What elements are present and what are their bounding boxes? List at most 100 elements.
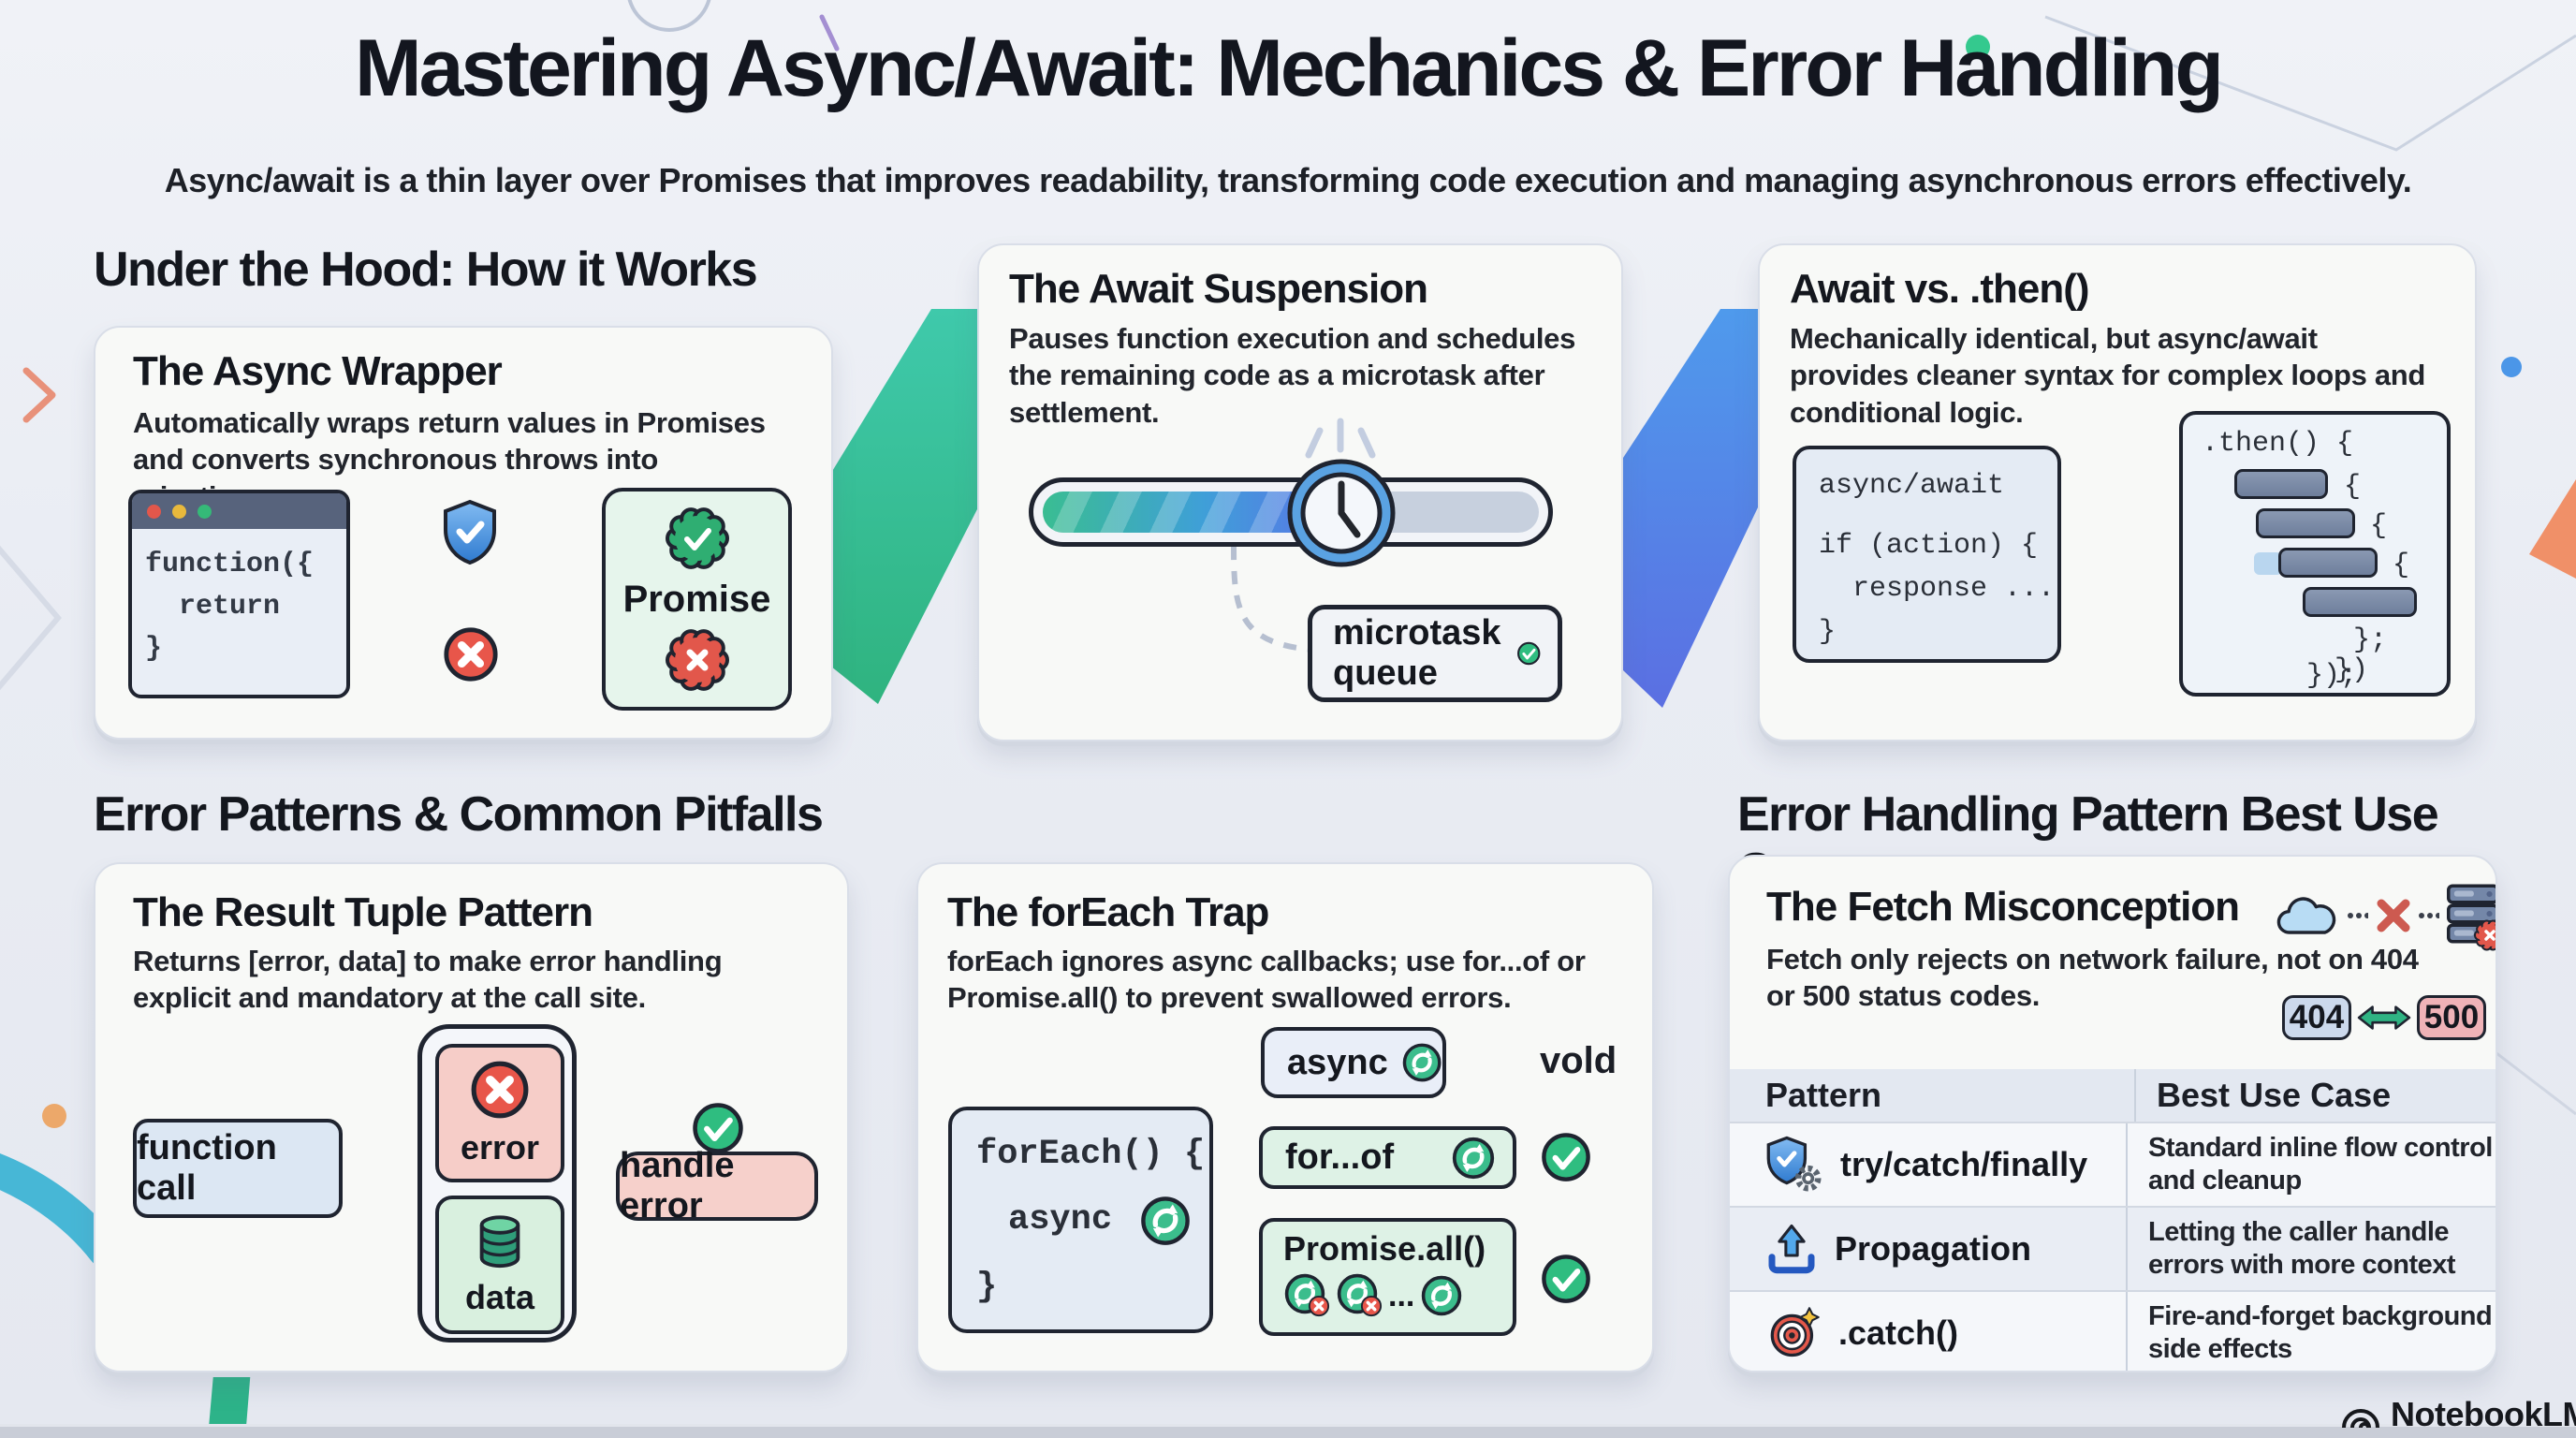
- table-row: Propagation Letting the caller handle er…: [1730, 1206, 2496, 1290]
- cyan-curve-decoration: [0, 1153, 122, 1268]
- execution-progress-bar: [1029, 477, 1553, 547]
- orange-triangle-decoration: [2529, 479, 2576, 579]
- card-fetch-misconception: The Fetch Misconception Fetch only rejec…: [1728, 855, 2497, 1372]
- brace: {: [2344, 471, 2362, 503]
- cycle-icon: [1451, 1136, 1496, 1181]
- card-await-vs-then: Await vs. .then() Mechanically identical…: [1758, 243, 2477, 741]
- error-cell: error: [435, 1044, 564, 1182]
- check-circle-icon: [1540, 1131, 1592, 1183]
- promise-all-icons: ...: [1283, 1272, 1463, 1319]
- code-line: });: [2306, 660, 2358, 692]
- then-code-box: .then() { { { { }; }) }); });: [2179, 411, 2451, 697]
- code-snippet: function({ return }: [145, 549, 315, 665]
- foreach-code-box: forEach() { async }: [948, 1107, 1213, 1333]
- async-await-code-box: async/await if (action) { response ... }: [1793, 446, 2061, 663]
- use-case-text: Letting the caller handle errors with mo…: [2148, 1217, 2456, 1280]
- badge-500: 500: [2417, 995, 2486, 1040]
- status-code-illustration: 404 500: [2282, 995, 2486, 1040]
- for-of-pill: for...of: [1259, 1126, 1516, 1189]
- green-ribbon: [831, 309, 979, 704]
- code-line: .then() {: [2202, 428, 2354, 460]
- data-label: data: [464, 1278, 535, 1316]
- promise-label: Promise: [622, 578, 771, 620]
- check-circle-icon: [691, 1101, 745, 1155]
- window-dot-yellow: [172, 504, 186, 519]
- card-title: The Await Suspension: [1009, 266, 1428, 312]
- spark-lines-icon: [1305, 418, 1376, 459]
- code-window: function({ return }: [128, 490, 350, 698]
- tuple-container: error data: [417, 1024, 577, 1343]
- badge-404: 404: [2282, 995, 2351, 1040]
- error-label: error: [460, 1128, 540, 1167]
- cycle-icon: [1420, 1274, 1463, 1317]
- card-description: Automatically wraps return values in Pro…: [133, 406, 766, 513]
- page-subtitle: Async/await is a thin layer over Promise…: [164, 161, 2412, 199]
- window-dot-green: [198, 504, 212, 519]
- dotted-line: [2419, 913, 2439, 918]
- code-line: }: [976, 1268, 998, 1307]
- ellipsis: ...: [1388, 1277, 1415, 1313]
- brand-name: NotebookLM: [2391, 1395, 2576, 1433]
- mini-error-badge: [1360, 1295, 1383, 1317]
- seal-check-icon: [664, 505, 731, 572]
- brand-footer: NotebookLM: [2340, 1395, 2576, 1434]
- network-failure-illustration: [2273, 883, 2497, 948]
- microtask-queue-box: microtask queue: [1308, 605, 1562, 702]
- code-bar: [2278, 548, 2378, 578]
- upload-icon: [1765, 1223, 1818, 1275]
- code-bar: [2234, 469, 2328, 499]
- mini-error-badge: [1308, 1295, 1330, 1317]
- card-title: Await vs. .then(): [1790, 266, 2090, 312]
- code-line: if (action) {: [1819, 530, 2039, 562]
- promise-all-box: Promise.all() ...: [1259, 1218, 1516, 1336]
- void-label: vold: [1540, 1040, 1617, 1081]
- window-dot-red: [147, 504, 161, 519]
- card-description: Mechanically identical, but async/await …: [1790, 322, 2426, 429]
- accent-bar: [2254, 552, 2282, 575]
- code-line: }): [2334, 654, 2369, 686]
- blue-ribbon: [1623, 309, 1758, 708]
- section-heading-under-the-hood: Under the Hood: How it Works: [94, 242, 758, 297]
- function-call-box: function call: [133, 1119, 343, 1218]
- promise-all-label: Promise.all(): [1283, 1229, 1486, 1268]
- table-row: try/catch/finally Standard inline flow c…: [1730, 1122, 2496, 1206]
- header-pattern: Pattern: [1765, 1076, 1882, 1114]
- pattern-table: Pattern Best Use Case try/catch/finally …: [1730, 1069, 2496, 1371]
- microtask-queue-label: microtask queue: [1333, 613, 1501, 693]
- error-x-icon: [469, 1059, 531, 1121]
- header-best-use-case: Best Use Case: [2134, 1069, 2496, 1122]
- use-case-text: Fire-and-forget background side effects: [2148, 1301, 2493, 1364]
- code-line: async/await: [1819, 470, 2005, 502]
- red-x-icon: [2377, 899, 2410, 932]
- notebooklm-icon: [2342, 1409, 2379, 1429]
- table-header-row: Pattern Best Use Case: [1730, 1069, 2496, 1122]
- orange-dot-decoration: [42, 1104, 66, 1128]
- check-circle-icon: [1540, 1253, 1592, 1305]
- green-stroke-decoration: [208, 1369, 251, 1438]
- card-title: The Fetch Misconception: [1766, 884, 2240, 930]
- card-description: Pauses function execution and schedules …: [1009, 322, 1576, 429]
- page-title: Mastering Async/Await: Mechanics & Error…: [355, 23, 2224, 113]
- server-error-badge: [2473, 918, 2497, 952]
- pattern-label: .catch(): [1838, 1313, 1959, 1352]
- code-line: };: [2353, 624, 2388, 656]
- progress-fill: [1043, 492, 1336, 533]
- check-circle-icon: [1516, 618, 1541, 689]
- section-heading-error-patterns: Error Patterns & Common Pitfalls: [94, 787, 824, 842]
- double-arrow-icon: [2357, 1004, 2411, 1032]
- card-title: The Async Wrapper: [133, 348, 503, 394]
- shield-gear-icon: [1765, 1135, 1823, 1195]
- blue-dot-decoration: [2501, 357, 2522, 377]
- target-icon: [1765, 1305, 1822, 1361]
- pattern-label: Propagation: [1835, 1229, 2032, 1268]
- table-row: .catch() Fire-and-forget background side…: [1730, 1290, 2496, 1371]
- shield-check-icon: [440, 496, 500, 567]
- dotted-line: [2348, 913, 2368, 918]
- card-description: Returns [error, data] to make error hand…: [133, 945, 723, 1015]
- cloud-icon: [2273, 892, 2340, 939]
- code-bar: [2303, 587, 2417, 617]
- code-line: }: [1819, 616, 1837, 648]
- cycle-icon: [1401, 1038, 1442, 1087]
- cycle-icon: [1139, 1195, 1192, 1247]
